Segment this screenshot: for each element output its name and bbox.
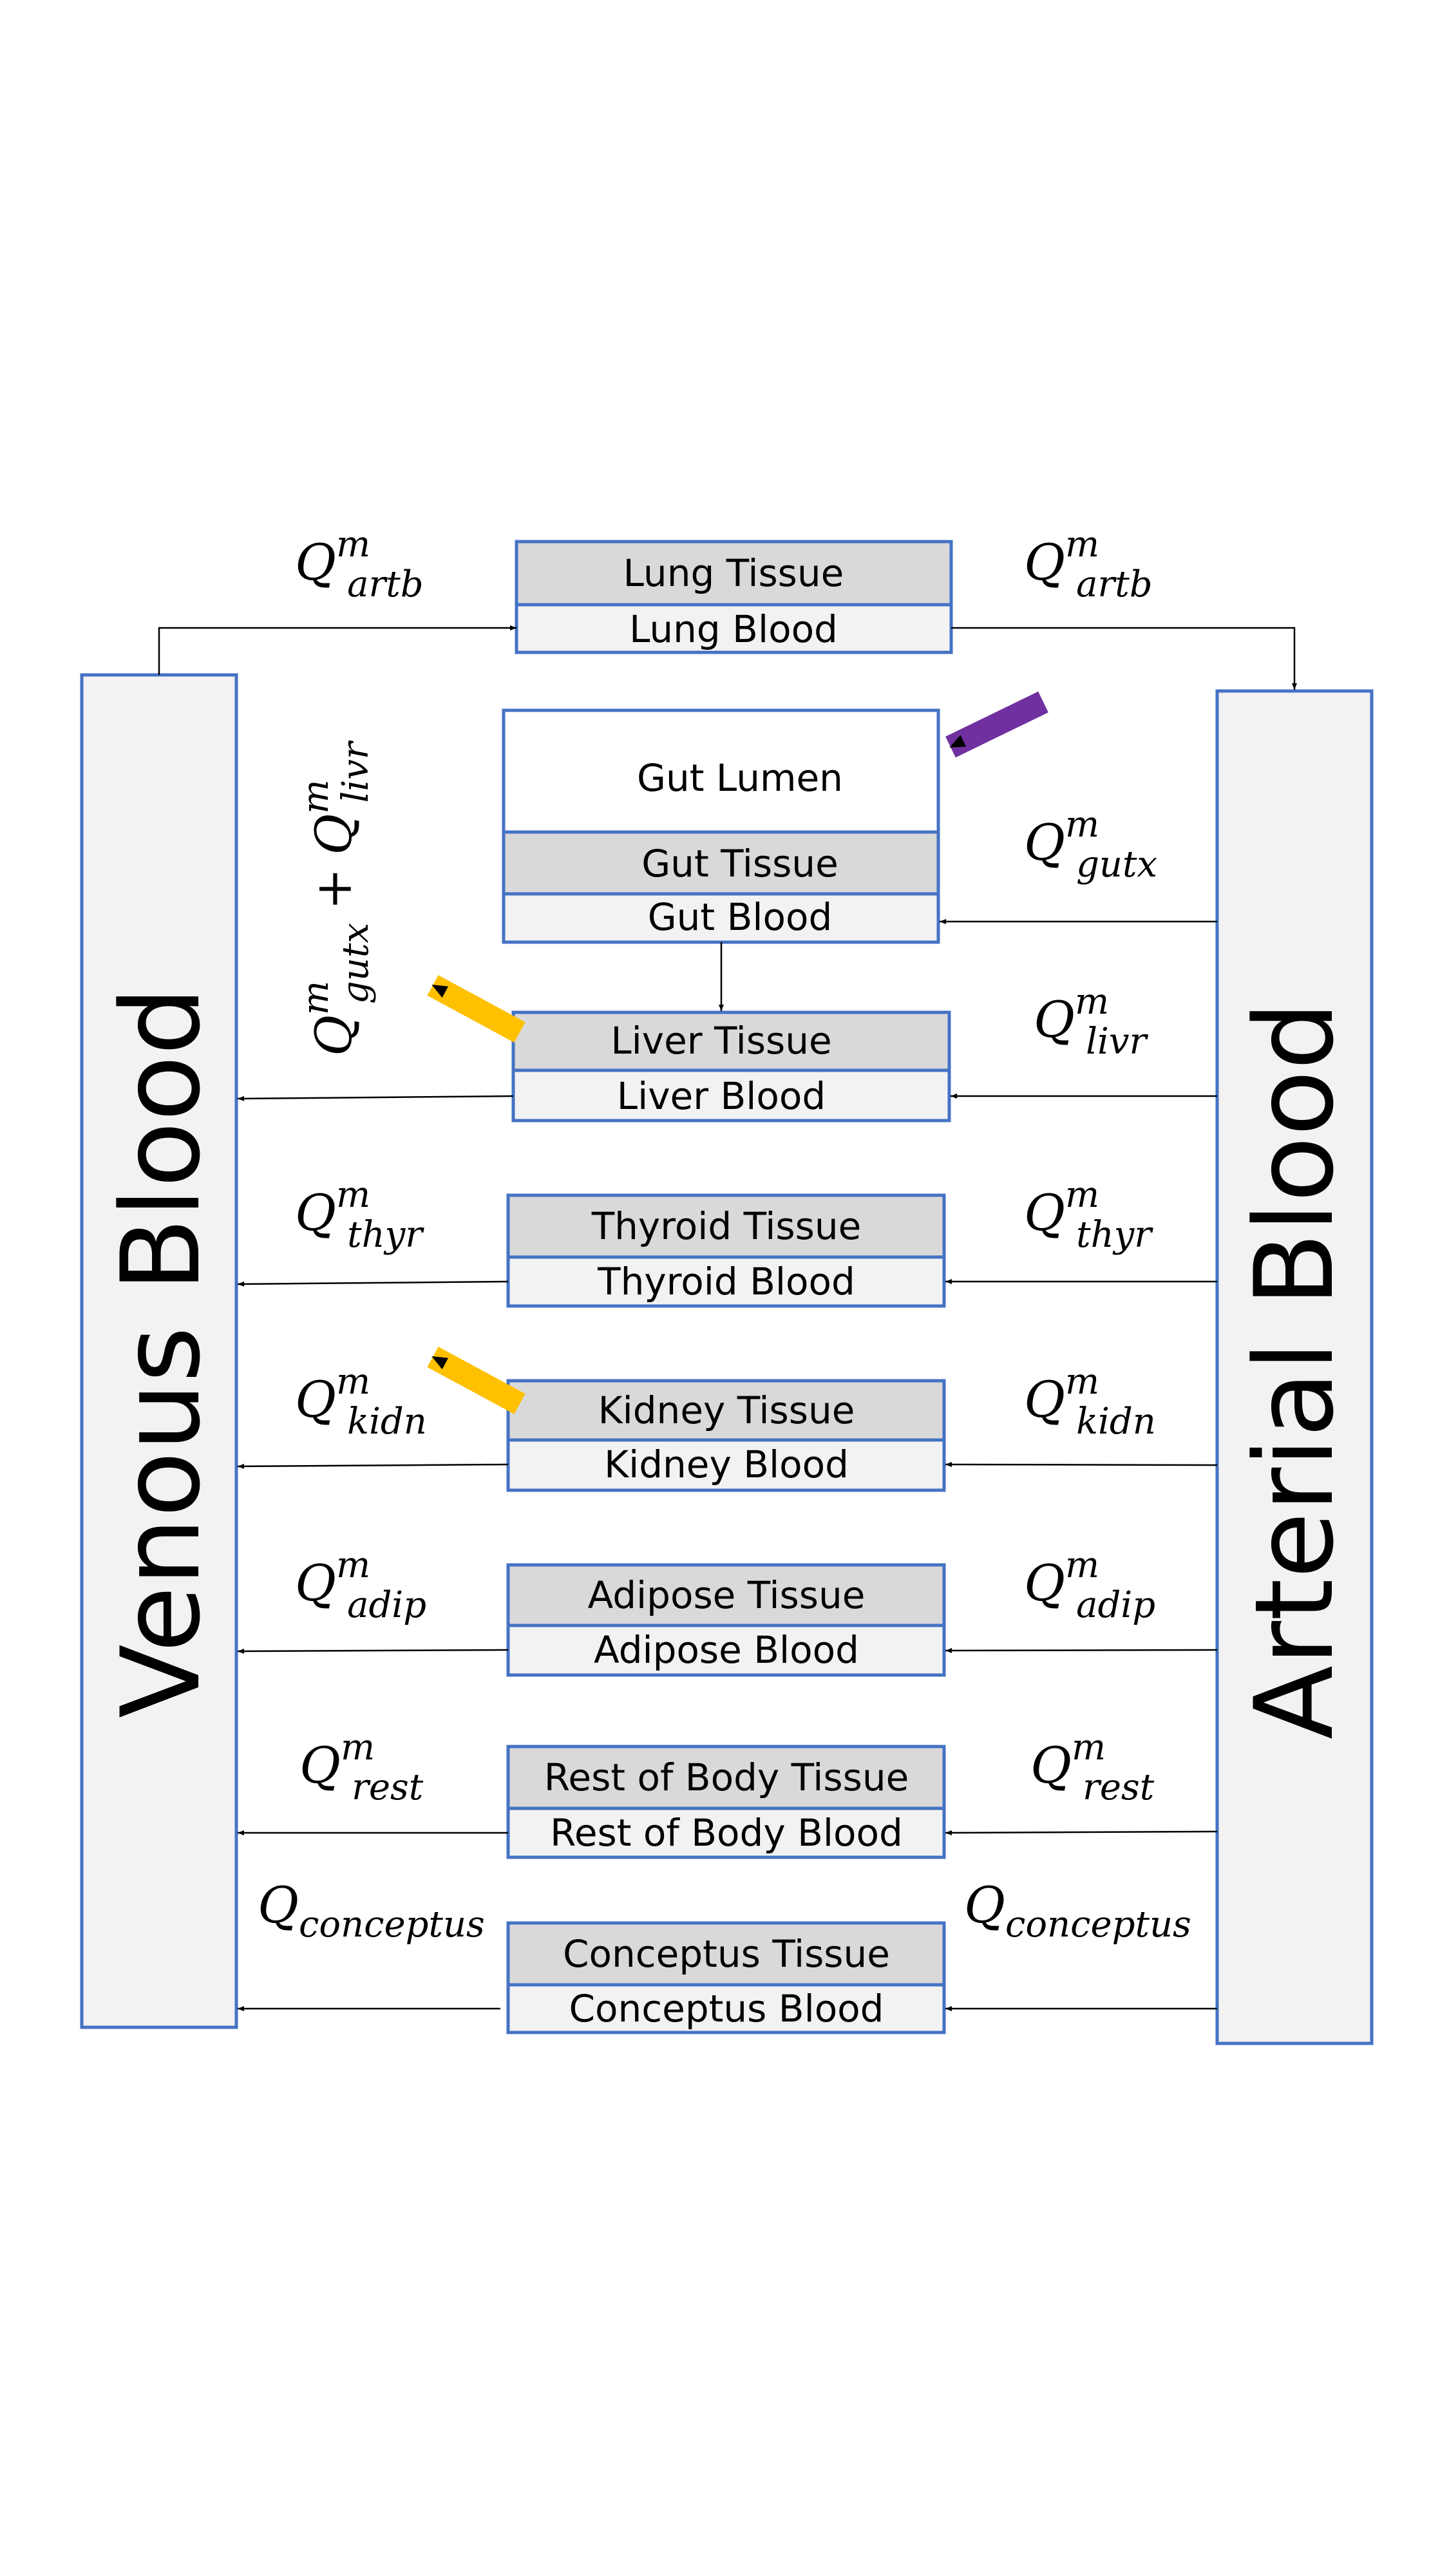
- adipose-compartment: Adipose Tissue Adipose Blood: [506, 1563, 946, 1677]
- lung-tissue-label: Lung Tissue: [623, 551, 844, 595]
- purple-arrow-icon: [945, 691, 1048, 758]
- connector-liver-to-venous: [237, 1095, 514, 1101]
- conceptus-compartment: Conceptus Tissue Conceptus Blood: [506, 1921, 946, 2034]
- yellow-arrow-icon: [427, 1347, 526, 1414]
- connector-kidney-to-venous: [237, 1463, 509, 1469]
- kidney-tissue-label: Kidney Tissue: [598, 1388, 855, 1432]
- connectors: [158, 625, 1297, 2011]
- gut-lumen-label: Gut Lumen: [637, 756, 843, 800]
- yellow-arrow-icon: [427, 975, 526, 1043]
- connector-arterial-to-adipose: [945, 1647, 1218, 1653]
- venous-blood-compartment: Venous Blood: [80, 673, 238, 2029]
- liver-tissue-label: Liver Tissue: [611, 1019, 831, 1063]
- liver-blood-label: Liver Blood: [617, 1074, 826, 1118]
- arterial-blood-compartment: Arterial Blood: [1215, 689, 1374, 2045]
- gut-tissue-label: Gut Tissue: [641, 842, 838, 886]
- kidney-compartment: Kidney Tissue Kidney Blood: [506, 1379, 946, 1492]
- liver-compartment: Liver Tissue Liver Blood: [511, 1010, 951, 1122]
- gut-blood-label: Gut Blood: [648, 895, 833, 939]
- connector-adipose-to-venous: [237, 1648, 509, 1654]
- thyroid-compartment: Thyroid Tissue Thyroid Blood: [506, 1193, 946, 1308]
- connector-venous-to-lung: [158, 625, 516, 675]
- thyroid-blood-label: Thyroid Blood: [597, 1260, 855, 1303]
- connector-thyroid-to-venous: [237, 1280, 509, 1287]
- flow-label-conceptus-right: Qconceptus: [964, 1877, 1191, 1946]
- rest-of-body-compartment: Rest of Body Tissue Rest of Body Blood: [506, 1745, 946, 1859]
- flow-label-conceptus-left: Qconceptus: [258, 1877, 485, 1946]
- venous-blood-label: Venous Blood: [98, 987, 224, 1718]
- rest-blood-label: Rest of Body Blood: [550, 1811, 903, 1855]
- arterial-blood-label: Arterial Blood: [1231, 1001, 1358, 1739]
- connector-arterial-to-rest: [945, 1830, 1218, 1835]
- adipose-blood-label: Adipose Blood: [594, 1628, 859, 1672]
- adipose-tissue-label: Adipose Tissue: [588, 1573, 866, 1617]
- conceptus-tissue-label: Conceptus Tissue: [563, 1932, 890, 1976]
- kidney-blood-label: Kidney Blood: [604, 1443, 849, 1486]
- flow-label-gutx-plus-livr: Qmgutx+Qmlivr: [295, 740, 377, 1056]
- lung-blood-label: Lung Blood: [629, 607, 838, 651]
- connector-lung-to-arterial: [951, 627, 1297, 690]
- gut-compartment: Gut Lumen Gut Tissue Gut Blood: [502, 708, 940, 944]
- thyroid-tissue-label: Thyroid Tissue: [591, 1204, 862, 1248]
- lung-compartment: Lung Tissue Lung Blood: [515, 540, 953, 654]
- conceptus-blood-label: Conceptus Blood: [569, 1987, 884, 2031]
- rest-tissue-label: Rest of Body Tissue: [544, 1756, 909, 1799]
- connector-arterial-to-kidney: [945, 1462, 1218, 1468]
